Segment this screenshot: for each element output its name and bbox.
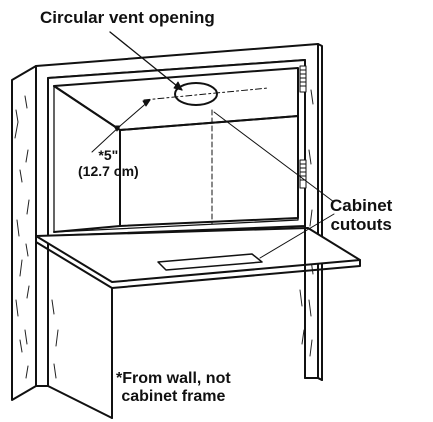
dimension-arrow [142,99,151,107]
hinge-lower [299,159,307,189]
vent-ellipse [174,82,218,106]
lower-wall-texture [51,289,305,379]
cutouts-leader-top [213,111,335,203]
vent-centerline [143,87,269,101]
footnote-label: *From wall, not cabinet frame [116,370,231,406]
note-line2: cabinet frame [121,388,226,405]
vent-leader [109,31,183,91]
vent-opening-label: Circular vent opening [40,8,215,27]
lower-right-frame [304,225,323,381]
cabinet-cutouts-label: Cabinet cutouts [330,196,392,234]
dimension-label: *5" (12.7 cm) [78,147,139,179]
dimension-value: *5" [98,147,119,163]
wall-texture [14,95,30,379]
dimension-metric: (12.7 cm) [78,163,139,179]
shelf-cutout [157,253,263,271]
hinge-upper [299,65,307,93]
note-line1: *From wall, not [116,370,231,387]
lower-front-panel [47,269,113,419]
left-wall-panel [11,65,37,401]
cutouts-line1: Cabinet [330,196,393,215]
interior-left-side [53,85,121,233]
cutouts-leader-bottom [259,213,335,259]
right-wall-texture [308,89,314,357]
cutouts-line2: cutouts [330,215,392,234]
